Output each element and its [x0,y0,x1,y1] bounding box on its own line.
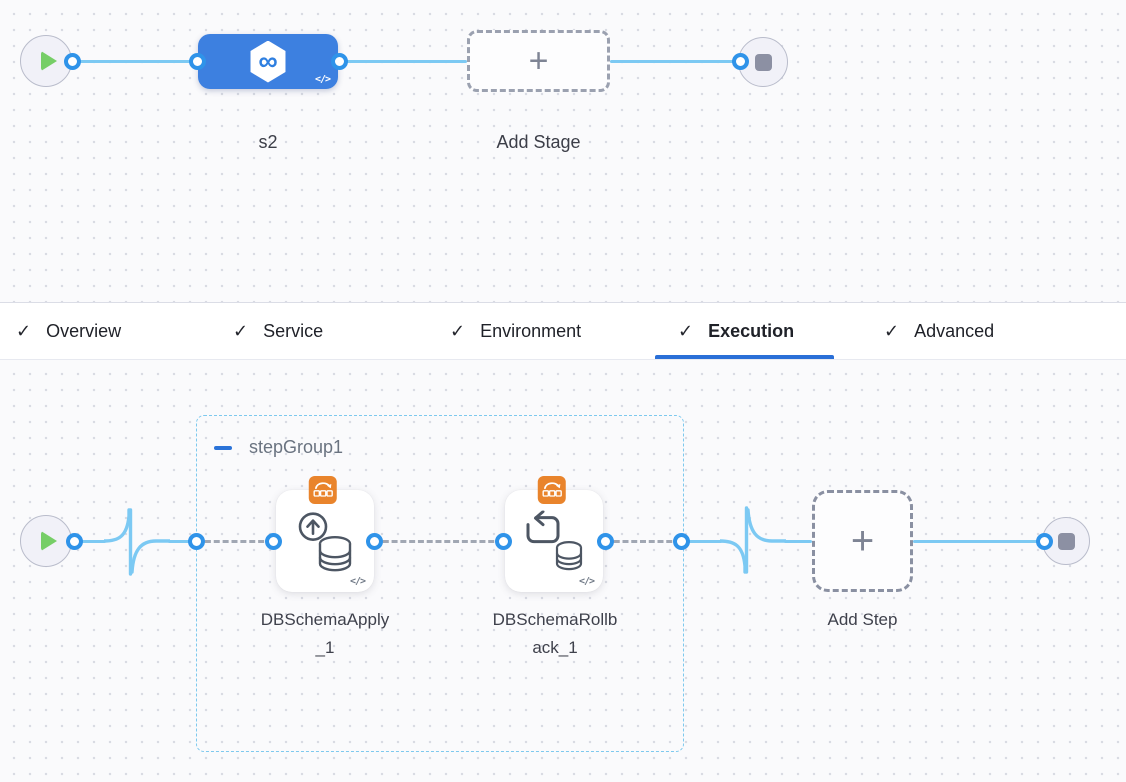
edge-out-of-group [681,540,722,543]
edge-step1-to-step2 [374,540,503,543]
add-step-button[interactable]: + [812,490,913,592]
tab-service[interactable]: ✓ Service [233,303,323,359]
aws-deploy-badge-icon [308,476,337,504]
check-icon: ✓ [884,320,900,341]
check-icon: ✓ [450,320,466,341]
db-schema-rollback-icon [526,510,583,571]
add-stage-button[interactable]: + [467,30,610,92]
minus-icon [214,446,232,450]
code-view-icon[interactable]: </> [578,576,595,587]
code-view-icon[interactable]: </> [349,576,366,587]
port-step1-out[interactable] [366,533,383,550]
db-schema-apply-icon [298,512,352,572]
tab-advanced[interactable]: ✓ Advanced [884,303,994,359]
tab-label: Environment [480,320,582,341]
edge-step2-to-group [605,540,681,543]
check-icon: ✓ [16,320,32,341]
active-tab-underline [655,355,834,359]
port-group-in[interactable] [188,533,205,550]
aws-deploy-badge-icon [537,476,566,504]
port-step1-in[interactable] [265,533,282,550]
tab-label: Advanced [914,320,995,341]
tab-execution[interactable]: ✓ Execution [678,303,794,359]
port-start-out[interactable] [64,53,81,70]
port-step2-in[interactable] [495,533,512,550]
step-group-stepGroup1[interactable]: stepGroup1 [196,415,684,752]
port-step2-out[interactable] [597,533,614,550]
play-icon [40,51,57,71]
stop-icon [1057,532,1075,550]
edge-start [72,540,106,543]
stage-node-s2[interactable]: ∞ </> [198,34,338,89]
stop-icon [754,53,772,71]
port-exec-start-out[interactable] [66,533,83,550]
tab-label: Overview [46,320,122,341]
step-node-dbschemarollback[interactable]: </> [505,476,603,592]
group-boundary-in-connector [104,508,170,576]
edge-addstage-to-end [610,60,740,63]
stage-label: s2 [258,132,278,152]
stage-canvas: ∞ </> + s2 Add Stage [0,0,1126,302]
tab-label: Service [263,320,324,341]
port-stage-out[interactable] [331,53,348,70]
add-step-label: Add Step [827,610,898,629]
harness-infinity-icon: ∞ [250,40,286,83]
edge-addstep-to-end [913,540,1044,543]
step-node-dbschemaapply[interactable]: </> [276,476,374,592]
tab-overview[interactable]: ✓ Overview [16,303,121,359]
step2-label: DBSchemaRollback_1 [492,610,618,657]
code-view-icon[interactable]: </> [314,74,331,85]
add-stage-label: Add Stage [496,132,581,152]
plus-icon: + [850,518,875,563]
play-icon [40,531,57,551]
port-exec-end-in[interactable] [1036,533,1053,550]
tab-label: Execution [708,320,795,341]
pipeline-start-node [20,35,72,87]
port-stage-in[interactable] [189,53,206,70]
step1-label: DBSchemaApply_1 [260,610,390,657]
check-icon: ✓ [678,320,694,341]
port-end-in[interactable] [732,53,749,70]
execution-start-node [20,515,72,567]
check-icon: ✓ [233,320,249,341]
tab-environment[interactable]: ✓ Environment [450,303,581,359]
edge-start-to-stage [72,60,197,63]
step-group-label: stepGroup1 [249,437,344,457]
edge-stage-to-addstage [339,60,467,63]
edge-group-to-step1 [196,540,273,543]
edge-to-addstep [784,540,812,543]
plus-icon: + [528,41,549,80]
execution-canvas: stepGroup1 [0,360,1126,782]
edge-into-group [168,540,196,543]
collapse-step-group-button[interactable] [213,438,233,458]
group-boundary-out-connector [720,506,786,574]
port-group-out[interactable] [673,533,690,550]
stage-config-tabbar: ✓ Overview ✓ Service ✓ Environment ✓ Exe… [0,302,1126,360]
